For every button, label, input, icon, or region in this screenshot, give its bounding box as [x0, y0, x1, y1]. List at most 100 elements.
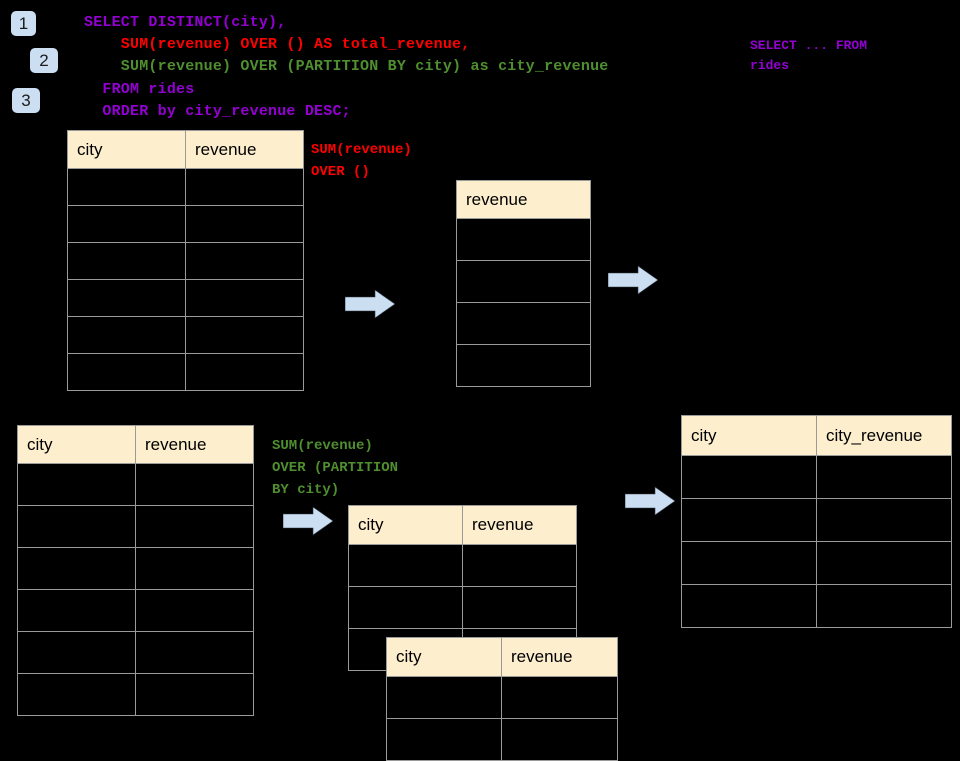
step-badge-2-label: 2	[39, 50, 49, 70]
table-row	[67, 353, 304, 391]
table-row	[67, 168, 304, 206]
table-header-row: city revenue	[348, 505, 577, 545]
cell-city-revenue	[816, 498, 952, 542]
cell-revenue	[456, 218, 591, 261]
cell-city	[17, 547, 136, 590]
cell-revenue	[135, 463, 254, 506]
step-badge-3-label: 3	[21, 90, 31, 110]
cell-city	[67, 316, 186, 354]
cell-revenue	[185, 316, 304, 354]
table-row	[456, 344, 591, 387]
table-row	[67, 242, 304, 280]
column-header-revenue: revenue	[135, 425, 254, 464]
column-header-city: city	[67, 130, 186, 169]
cell-city	[17, 463, 136, 506]
table-row	[17, 463, 254, 506]
cell-city-revenue	[816, 455, 952, 499]
cell-revenue	[135, 673, 254, 716]
table-row	[386, 718, 618, 761]
table-row	[681, 541, 952, 585]
arrow-right-icon	[344, 289, 396, 319]
cell-revenue	[456, 302, 591, 345]
cell-city	[67, 353, 186, 391]
cell-revenue	[456, 260, 591, 303]
table-row	[456, 218, 591, 261]
step-badge-1: 1	[11, 11, 36, 36]
cell-revenue	[501, 718, 618, 761]
cell-city	[348, 586, 463, 629]
table-partition-b: city revenue	[386, 637, 618, 761]
cell-city	[681, 584, 817, 628]
column-header-revenue: revenue	[185, 130, 304, 169]
table-row	[17, 547, 254, 590]
cell-city	[67, 168, 186, 206]
step-badge-1-label: 1	[18, 13, 29, 33]
arrow-total-to-out	[607, 264, 659, 301]
cell-city	[67, 205, 186, 243]
diagram-canvas: 1 2 3 SELECT DISTINCT(city), SUM(revenue…	[11, 11, 952, 761]
cell-revenue	[185, 353, 304, 391]
column-header-city: city	[17, 425, 136, 464]
step-badge-3: 3	[12, 88, 40, 113]
table-header-row: city revenue	[386, 637, 618, 677]
table-row	[681, 584, 952, 628]
cell-revenue	[135, 631, 254, 674]
column-header-revenue: revenue	[462, 505, 577, 545]
table-row	[67, 279, 304, 317]
cell-city	[67, 279, 186, 317]
cell-city-revenue	[816, 584, 952, 628]
table-header-row: city city_revenue	[681, 415, 952, 456]
cell-city	[17, 505, 136, 548]
cell-city	[681, 541, 817, 585]
table-row	[67, 205, 304, 243]
table-row	[348, 544, 577, 587]
annotation-sum-over-empty: SUM(revenue) OVER ()	[311, 142, 412, 180]
table-row	[681, 455, 952, 499]
sql-line-total-revenue: SUM(revenue) OVER () AS total_revenue,	[84, 36, 471, 53]
cell-city	[67, 242, 186, 280]
annotation-sum-over-partition: SUM(revenue) OVER (PARTITION BY city)	[272, 438, 399, 498]
cell-revenue	[135, 547, 254, 590]
arrow-partition-to-result	[624, 485, 676, 522]
cell-city	[17, 673, 136, 716]
arrow-right-icon	[607, 265, 659, 295]
cell-revenue	[462, 544, 577, 587]
column-header-revenue: revenue	[456, 180, 591, 219]
table-row	[67, 316, 304, 354]
arrow-right-icon	[624, 486, 676, 516]
table-rides-source-bottom: city revenue	[17, 425, 254, 716]
table-row	[17, 505, 254, 548]
cell-revenue	[185, 279, 304, 317]
table-city-revenue-result: city city_revenue	[681, 415, 952, 628]
cell-revenue	[456, 344, 591, 387]
table-total-revenue: revenue	[456, 180, 591, 387]
cell-city	[17, 589, 136, 632]
cell-revenue	[135, 505, 254, 548]
sql-line-from-rides: FROM rides	[84, 81, 195, 98]
table-row	[17, 631, 254, 674]
cell-city	[17, 631, 136, 674]
cell-city	[681, 455, 817, 499]
column-header-revenue: revenue	[501, 637, 618, 677]
table-rides-source-top: city revenue	[67, 130, 304, 391]
annotation-select-from-rides: SELECT ... FROM rides	[750, 38, 868, 73]
arrow-source-to-partition	[282, 505, 334, 542]
column-header-city: city	[386, 637, 502, 677]
cell-city	[348, 544, 463, 587]
column-header-city: city	[681, 415, 817, 456]
cell-city-revenue	[816, 541, 952, 585]
table-header-row: city revenue	[17, 425, 254, 464]
column-header-city-revenue: city_revenue	[816, 415, 952, 456]
step-badge-2: 2	[30, 48, 58, 73]
cell-city	[386, 676, 502, 719]
sql-line-select-distinct: SELECT DISTINCT(city),	[84, 14, 287, 31]
arrow-source-to-total	[344, 288, 396, 325]
sql-line-order-by: ORDER by city_revenue DESC;	[84, 103, 351, 120]
table-header-row: revenue	[456, 180, 591, 219]
cell-revenue	[185, 168, 304, 206]
cell-revenue	[462, 586, 577, 629]
column-header-city: city	[348, 505, 463, 545]
cell-revenue	[135, 589, 254, 632]
cell-revenue	[501, 676, 618, 719]
table-row	[17, 589, 254, 632]
